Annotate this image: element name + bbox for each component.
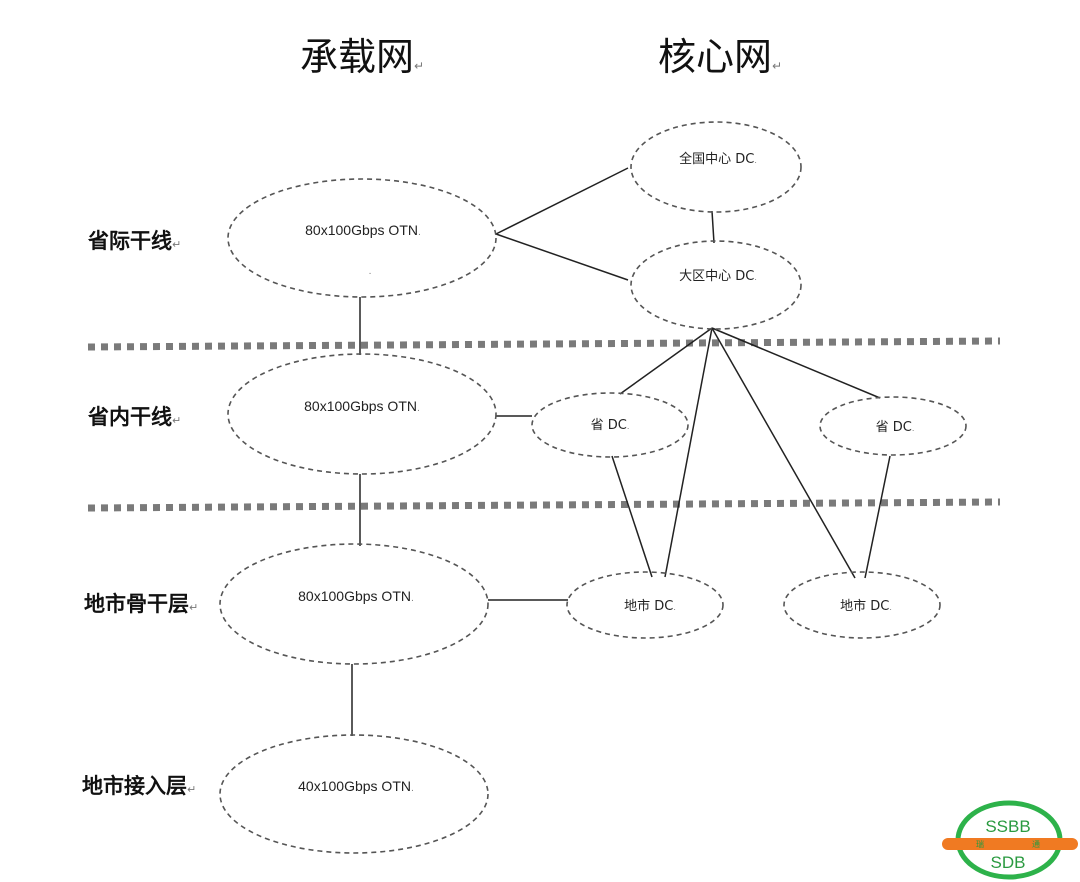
otn-node-interprovincial: 80x100Gbps OTN. . <box>227 178 497 298</box>
svg-text:.: . <box>369 267 372 277</box>
otn-node-metro-access: 40x100Gbps OTN. <box>219 734 489 854</box>
core-network-title: 核心网↵ <box>658 35 782 79</box>
city-dc-node-a: 地市 DC. <box>566 571 724 639</box>
layer-label-metro-access: 地市接入层↵ <box>82 774 196 798</box>
svg-text:地市 DC.: 地市 DC. <box>624 598 676 614</box>
link-otn-to-national-dc <box>495 167 629 235</box>
otn-node-metro-backbone: 80x100Gbps OTN. <box>219 543 489 665</box>
logo-text-left: 瑞 <box>976 839 984 849</box>
link-regional-to-province-dc-b <box>711 327 881 399</box>
province-dc-node-b: 省 DC. <box>819 396 967 456</box>
logo-text-top: SSBB <box>985 817 1030 836</box>
svg-text:省 DC.: 省 DC. <box>591 418 630 433</box>
layer-label-interprovincial: 省际干线↵ <box>87 229 181 253</box>
svg-text:地市 DC.: 地市 DC. <box>840 598 892 614</box>
link-regional-to-city-dc-b <box>711 327 856 579</box>
svg-text:80x100Gbps OTN.: 80x100Gbps OTN. <box>298 588 414 604</box>
ssbb-logo: SSBB 瑞 通 SDB <box>942 800 1078 880</box>
link-national-to-regional-dc <box>711 210 715 244</box>
otn-node-intraprovincial: 80x100Gbps OTN. <box>227 353 497 475</box>
province-dc-node-a: 省 DC. <box>531 392 689 458</box>
svg-text:80x100Gbps OTN.: 80x100Gbps OTN. <box>305 222 421 238</box>
svg-text:80x100Gbps OTN.: 80x100Gbps OTN. <box>304 398 420 414</box>
logo-text-bottom: SDB <box>991 853 1026 872</box>
layer-separator-lower <box>87 498 1001 512</box>
svg-text:40x100Gbps OTN.: 40x100Gbps OTN. <box>298 778 414 794</box>
svg-text:省 DC.: 省 DC. <box>876 420 915 435</box>
link-otn-to-regional-dc <box>495 233 629 281</box>
svg-text:大区中心 DC.: 大区中心 DC. <box>679 269 757 284</box>
logo-bar-icon <box>942 838 1078 850</box>
layer-label-metro-backbone: 地市骨干层↵ <box>84 592 198 616</box>
bearer-network-title: 承载网↵ <box>300 35 424 79</box>
layer-label-intraprovincial: 省内干线↵ <box>87 405 181 429</box>
national-center-dc-node: 全国中心 DC. <box>630 121 802 213</box>
link-province-a-to-city-dc-a <box>611 455 653 578</box>
link-regional-to-city-dc-a <box>664 327 713 578</box>
logo-text-right: 通 <box>1032 839 1040 849</box>
city-dc-node-b: 地市 DC. <box>783 571 941 639</box>
link-regional-to-province-dc-a <box>619 327 713 395</box>
svg-text:全国中心 DC.: 全国中心 DC. <box>679 151 757 167</box>
link-province-b-to-city-dc-b <box>864 455 891 579</box>
layer-separator-upper <box>87 337 1001 351</box>
regional-center-dc-node: 大区中心 DC. <box>630 240 802 330</box>
